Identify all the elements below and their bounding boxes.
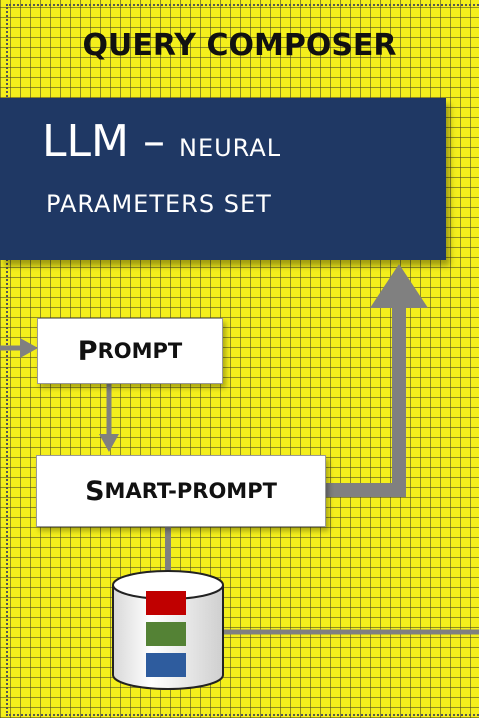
prompt-to-smart-head	[99, 434, 119, 452]
smart-to-llm-head	[370, 264, 428, 308]
composer-frame	[6, 4, 479, 716]
llm-box: LLM – NEURAL PARAMETERS SET	[0, 98, 446, 260]
llm-dash: –	[129, 116, 179, 167]
prompt-label-initial: P	[77, 335, 98, 367]
llm-sub-label-2: PARAMETERS SET	[46, 190, 272, 218]
smart-prompt-label-rest: MART-PROMPT	[104, 479, 277, 503]
db-stripe-green	[146, 622, 186, 646]
diagram-title: QUERY COMPOSER	[82, 28, 397, 63]
llm-label: LLM	[42, 116, 129, 167]
llm-label-line1: LLM – NEURAL	[42, 116, 281, 167]
prompt-label-rest: ROMPT	[97, 339, 183, 363]
smart-prompt-label-initial: S	[85, 475, 105, 507]
smart-to-llm-path	[324, 305, 406, 497]
db-stripe-red	[146, 591, 186, 615]
llm-sub-label-1: NEURAL	[178, 134, 282, 162]
db-stripe-blue	[146, 653, 186, 677]
input-arrow-head	[20, 338, 38, 358]
database-icon	[112, 570, 224, 690]
